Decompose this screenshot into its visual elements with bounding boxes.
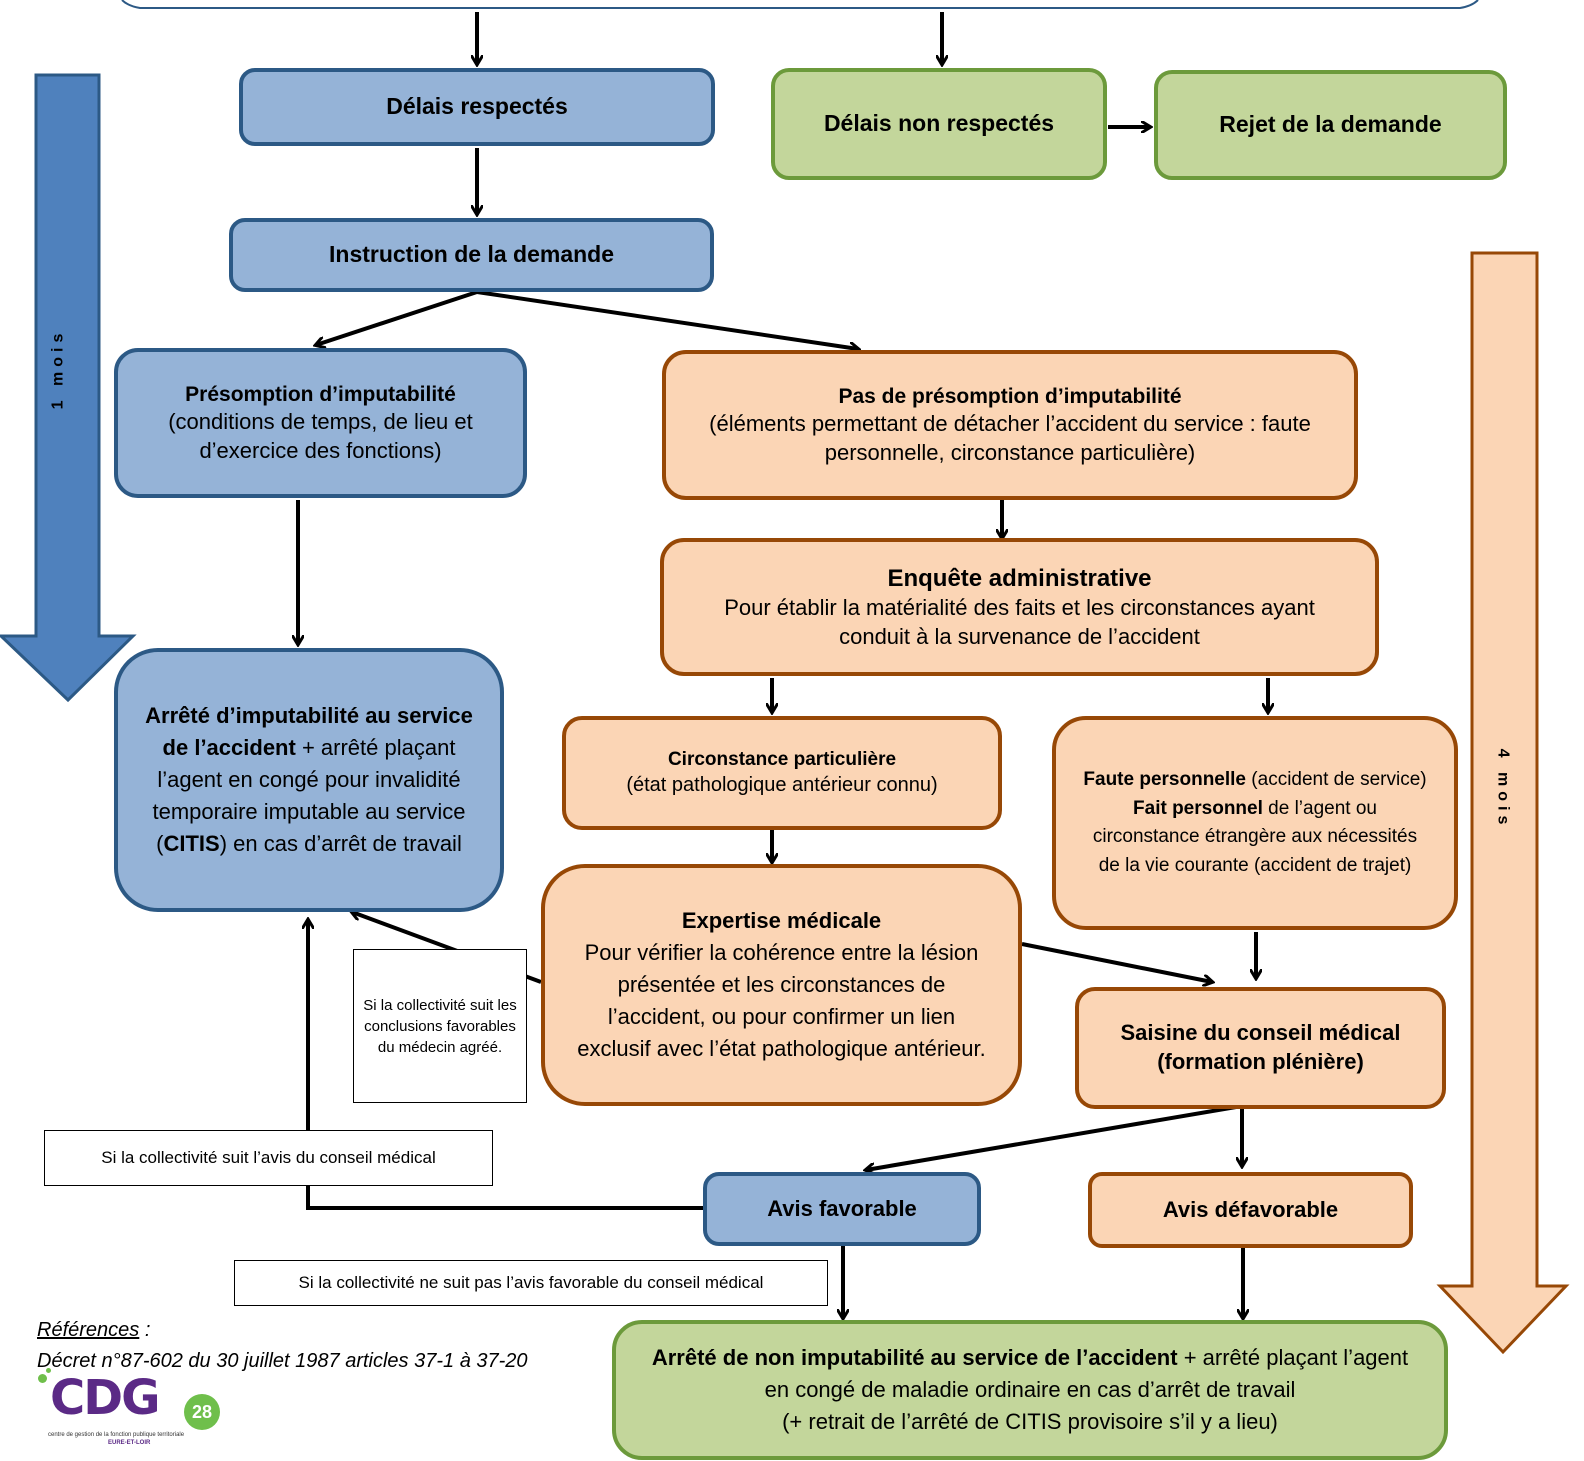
note-suit-conclusions-text: Si la collectivité suit les conclusions … xyxy=(363,996,517,1056)
cdg28-logo: CDG 28 centre de gestion de la fonction … xyxy=(38,1368,228,1458)
presomption-box: Présomption d’imputabilité (conditions d… xyxy=(114,348,527,498)
arrow-to-pas-presomption xyxy=(476,290,858,349)
note-suit-conclusions: Si la collectivité suit les conclusions … xyxy=(353,949,527,1103)
arrete-non-imputabilite-box: Arrêté de non imputabilité au service de… xyxy=(612,1320,1448,1460)
expertise-body: Pour vérifier la cohérence entre la lési… xyxy=(577,940,986,1061)
arrow-saisine-to-avis-favorable xyxy=(866,1104,1243,1170)
expertise-title: Expertise médicale xyxy=(681,908,882,934)
logo-dot-small xyxy=(46,1368,51,1373)
faute-personnelle-bold: Faute personnelle xyxy=(1083,769,1247,790)
arrete-imputabilite-bold: Arrêté d’imputabilité au service de l’ac… xyxy=(145,703,473,761)
enquete-body: Pour établir la matérialité des faits et… xyxy=(724,595,1315,649)
avis-favorable-box: Avis favorable xyxy=(703,1172,981,1246)
note-suit-avis: Si la collectivité suit l’avis du consei… xyxy=(44,1130,493,1186)
fait-personnel-bold: Fait personnel xyxy=(1133,797,1263,819)
faute-personnelle-plain: (accident de service) xyxy=(1246,769,1427,790)
faute-text-2: Fait personnel de l’agent ou circonstanc… xyxy=(1080,795,1430,881)
note-ne-suit-pas-text: Si la collectivité ne suit pas l’avis fa… xyxy=(298,1273,764,1293)
logo-tagline: centre de gestion de la fonction publiqu… xyxy=(48,1432,185,1438)
saisine-line1: Saisine du conseil médical xyxy=(1120,1020,1401,1046)
logo-letters: CDG xyxy=(50,1370,160,1426)
logo-number: 28 xyxy=(184,1394,220,1430)
faute-text-1: Faute personnelle (accident de service) xyxy=(1083,766,1426,795)
pas-presomption-box: Pas de présomption d’imputabilité (éléme… xyxy=(662,350,1358,500)
circonstance-box: Circonstance particulière (état patholog… xyxy=(562,716,1002,830)
arrete-imputabilite-tail: ) en cas d’arrêt de travail xyxy=(219,830,462,856)
arrete-non-bold: Arrêté de non imputabilité au service de… xyxy=(651,1345,1178,1371)
presomption-body: (conditions de temps, de lieu et d’exerc… xyxy=(168,409,473,463)
one-month-arrow xyxy=(0,73,137,703)
top-banner-edge xyxy=(121,0,1479,9)
four-months-label: 4 mois xyxy=(1494,748,1512,830)
note-ne-suit-pas: Si la collectivité ne suit pas l’avis fa… xyxy=(234,1260,828,1306)
arrete-non-plain: + arrêté plaçant l’agent en congé de mal… xyxy=(764,1345,1409,1403)
avis-favorable-label: Avis favorable xyxy=(767,1195,917,1221)
enquete-title: Enquête administrative xyxy=(887,564,1152,592)
logo-dot xyxy=(38,1374,47,1383)
references-heading: Références xyxy=(37,1319,140,1341)
arrete-imputabilite-text: Arrêté d’imputabilité au service de l’ac… xyxy=(142,700,476,859)
delais-non-respectes-label: Délais non respectés xyxy=(823,110,1055,137)
avis-defavorable-label: Avis défavorable xyxy=(1162,1196,1339,1222)
rejet-box: Rejet de la demande xyxy=(1154,70,1507,180)
delais-respectes-label: Délais respectés xyxy=(386,93,568,120)
circonstance-body: (état pathologique antérieur connu) xyxy=(626,774,938,797)
arrete-imputabilite-plain: + arrêté plaçant l’agent en congé pour i… xyxy=(152,735,466,856)
one-month-label: 1 mois xyxy=(49,328,67,410)
note-suit-avis-text: Si la collectivité suit l’avis du consei… xyxy=(101,1148,436,1168)
instruction-box: Instruction de la demande xyxy=(229,218,714,292)
arrow-expertise-to-saisine xyxy=(1021,942,1212,982)
fait-personnel-plain: de l’agent ou circonstance étrangère aux… xyxy=(1092,797,1418,876)
enquete-box: Enquête administrative Pour établir la m… xyxy=(660,538,1379,676)
rejet-label: Rejet de la demande xyxy=(1219,111,1442,138)
pas-presomption-title: Pas de présomption d’imputabilité xyxy=(838,384,1182,408)
saisine-box: Saisine du conseil médical (formation pl… xyxy=(1075,987,1446,1109)
circonstance-title: Circonstance particulière xyxy=(667,748,897,770)
arrow-favorable-to-arrete xyxy=(308,920,703,1210)
pas-presomption-body: (éléments permettant de détacher l’accid… xyxy=(709,411,1311,465)
logo-region: EURE-ET-LOIR xyxy=(108,1440,151,1446)
presomption-title: Présomption d’imputabilité xyxy=(185,382,456,406)
arrete-imputabilite-box: Arrêté d’imputabilité au service de l’ac… xyxy=(114,648,504,912)
instruction-label: Instruction de la demande xyxy=(329,241,614,268)
arrow-to-presomption xyxy=(316,290,478,345)
citis-label: CITIS xyxy=(163,830,220,856)
arrete-non-text: Arrêté de non imputabilité au service de… xyxy=(646,1342,1414,1406)
delais-respectes-box: Délais respectés xyxy=(239,68,715,146)
delais-non-respectes-box: Délais non respectés xyxy=(771,68,1107,180)
arrete-non-retrait: (+ retrait de l’arrêté de CITIS provisoi… xyxy=(782,1408,1278,1434)
references-heading-suffix: : xyxy=(139,1319,151,1341)
four-months-arrow xyxy=(1436,251,1570,1355)
faute-box: Faute personnelle (accident de service) … xyxy=(1052,716,1458,930)
saisine-line2: (formation plénière) xyxy=(1157,1049,1364,1074)
expertise-box: Expertise médicale Pour vérifier la cohé… xyxy=(541,864,1022,1106)
references-text: Décret n°87-602 du 30 juillet 1987 artic… xyxy=(37,1350,528,1372)
references: Références : Décret n°87-602 du 30 juill… xyxy=(37,1315,528,1377)
avis-defavorable-box: Avis défavorable xyxy=(1088,1172,1413,1248)
